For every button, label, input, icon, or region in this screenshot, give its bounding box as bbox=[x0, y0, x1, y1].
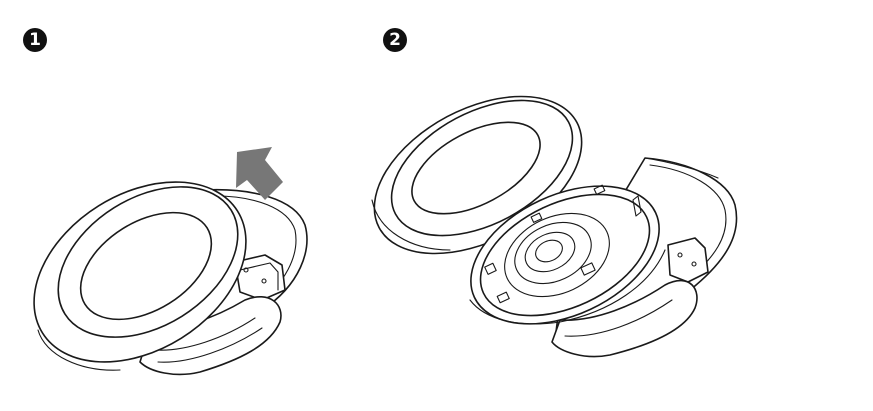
driver-unit-icon bbox=[469, 184, 666, 325]
cable-line-icon bbox=[644, 157, 719, 179]
pull-arrow-icon bbox=[236, 147, 283, 200]
step-2-badge: 2 bbox=[383, 28, 407, 52]
step-1-badge: 1 bbox=[23, 28, 47, 52]
ear-pad-icon bbox=[33, 181, 247, 371]
